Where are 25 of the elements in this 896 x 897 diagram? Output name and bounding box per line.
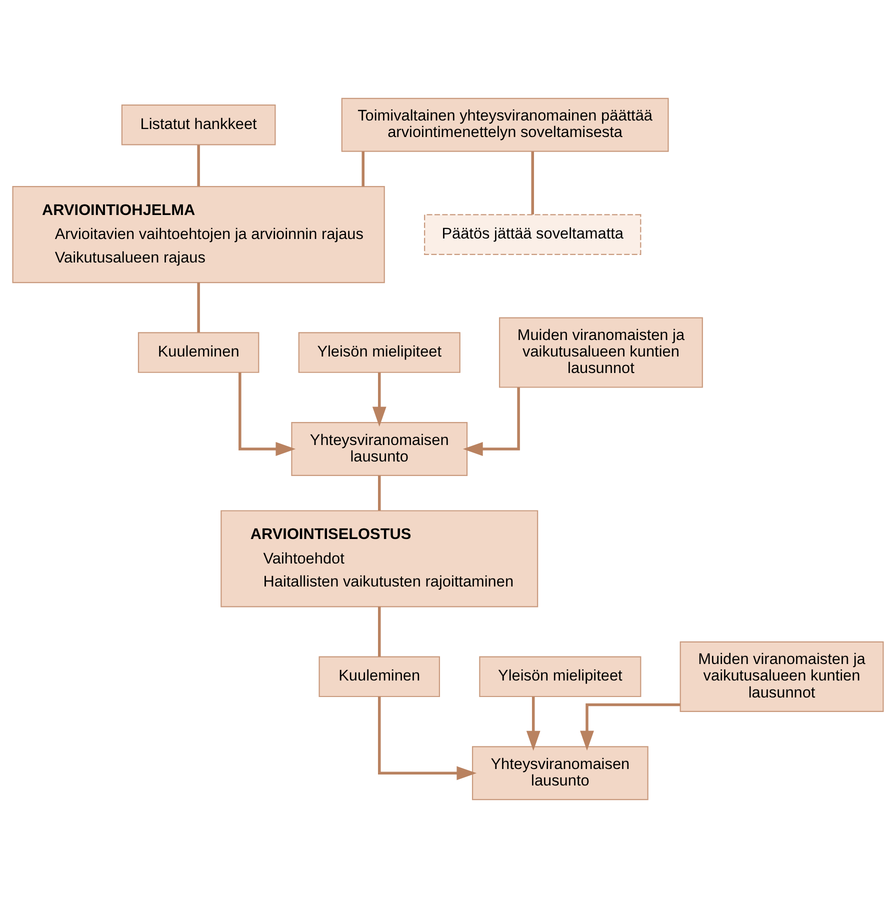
node-box: Toimivaltainen yhteysviranomainen päättää arviointimenettelyn soveltamisesta [341,97,669,152]
arrow [462,386,520,456]
node-box: Kuuleminen [138,332,260,372]
arrow [238,372,296,456]
connector [378,475,381,510]
node-box: Päätös jättää soveltamatta [424,214,642,254]
node-box: Muiden viranomaisten ja vaikutusalueen kuntien lausunnot [680,640,884,712]
arrow [526,696,540,750]
node-box: ARVIOINTISELOSTUS Vaihtoehdot Haitallisten vaikutusten rajoittaminen [220,510,538,607]
arrow [378,696,477,780]
node-box: Listatut hankkeet [121,104,276,145]
arrow [372,372,386,426]
connector [197,282,200,332]
arrow [580,702,680,750]
connector [197,144,200,186]
node-box: Yleisön mielipiteet [479,656,642,697]
connector [362,150,364,186]
node-box: Kuuleminen [318,656,440,697]
node-box: Yhteysviranomaisen lausunto [291,422,468,476]
node-box: ARVIOINTIOHJELMA Arvioitavien vaihtoehtojen ja arvioinnin rajaus Vaikutusalueen rajaus [12,186,385,283]
node-box: Muiden viranomaisten ja vaikutusalueen kuntien lausunnot [499,316,703,388]
connector [378,606,381,656]
connector [531,150,534,214]
node-box: Yhteysviranomaisen lausunto [472,746,648,800]
node-box: Yleisön mielipiteet [298,332,460,372]
